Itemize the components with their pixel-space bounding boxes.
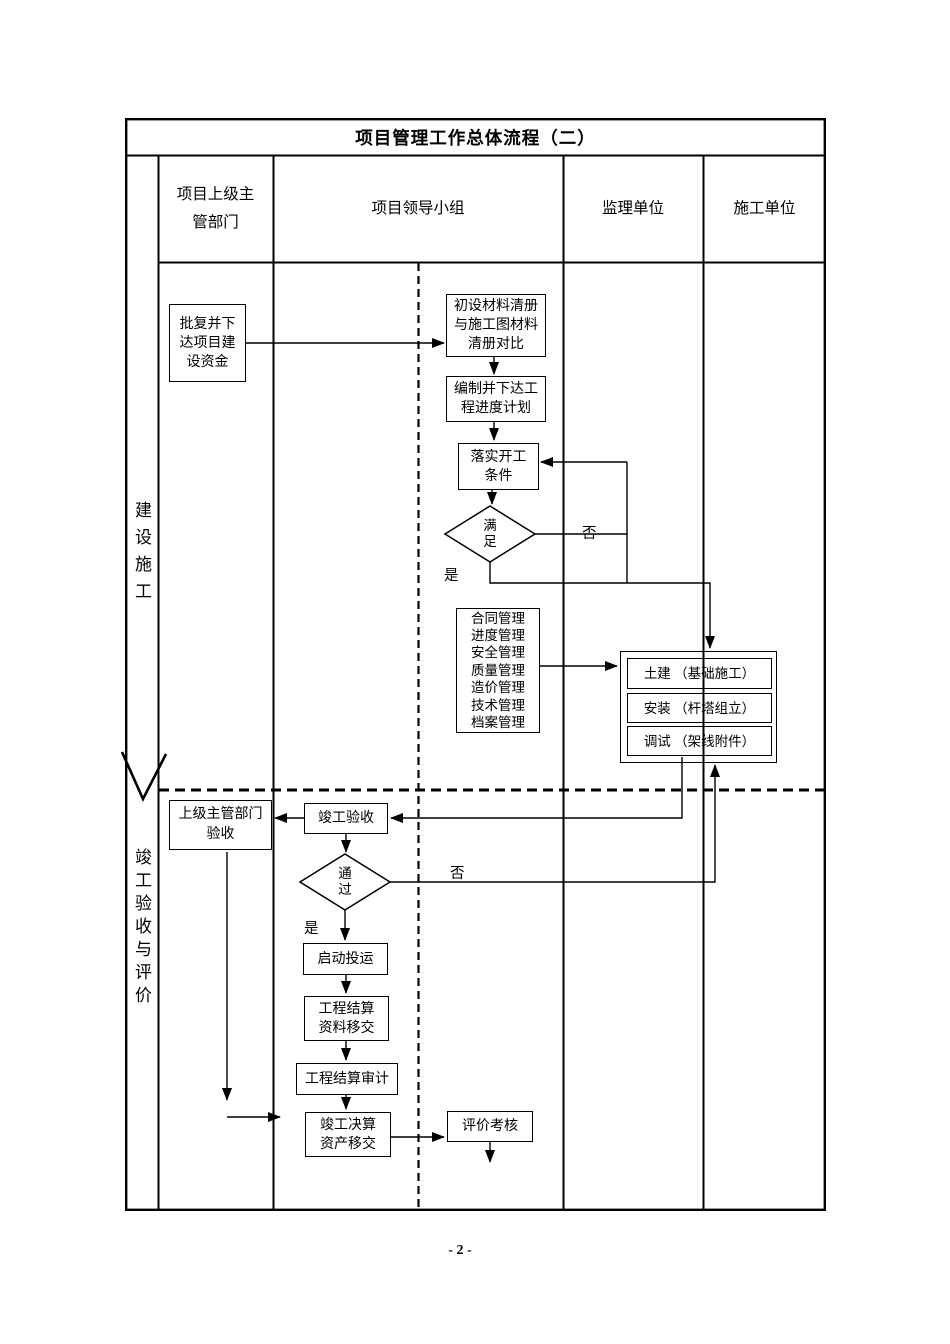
- node-superior-acceptance: 上级主管部门 验收: [169, 800, 272, 850]
- table-grid: [124, 117, 826, 1211]
- branch-label-satisfy-no: 否: [582, 526, 597, 542]
- column-header-label: 施工单位: [733, 199, 796, 217]
- node-final-account-transfer: 竣工决算 资产移交: [305, 1112, 391, 1157]
- column-header-label: 项目领导小组: [371, 199, 465, 217]
- decision-diamond-pass: [298, 853, 392, 911]
- column-header-superior-department: 项目上级主管部门: [158, 155, 273, 262]
- node-start-conditions: 落实开工 条件: [458, 443, 539, 490]
- construction-group-frame: [620, 651, 777, 763]
- column-header-supervision-unit: 监理单位: [563, 155, 703, 262]
- node-civil-work: 土建 （基础施工）: [627, 658, 772, 689]
- node-material-compare: 初设材料清册 与施工图材料 清册对比: [446, 294, 546, 357]
- node-commissioning: 调试 （架线附件）: [627, 726, 772, 756]
- decision-diamond-satisfy: [443, 505, 537, 563]
- node-completion-acceptance: 竣工验收: [304, 803, 388, 834]
- node-settlement-audit: 工程结算审计: [296, 1063, 398, 1095]
- decision-pass-label: 通 过: [338, 866, 352, 897]
- node-management-items: 合同管理 进度管理 安全管理 质量管理 造价管理 技术管理 档案管理: [456, 608, 540, 733]
- branch-label-pass-yes: 是: [304, 921, 319, 937]
- node-approve-funds: 批复并下 达项目建 设资金: [169, 304, 246, 382]
- node-installation: 安装 （杆塔组立）: [627, 693, 772, 723]
- section-label-construction: 建设施工: [132, 501, 151, 609]
- branch-label-satisfy-yes: 是: [444, 568, 459, 584]
- section-label-completion-evaluation: 竣工验收与评价: [132, 847, 151, 1009]
- arrow-pass-no-return: [390, 764, 720, 883]
- column-header-leading-group: 项目领导小组: [273, 155, 563, 262]
- flowchart-title: 项目管理工作总体流程（二）: [355, 127, 596, 148]
- arrow-satisfy-yes-to-construction: [489, 562, 715, 649]
- decision-satisfy-label: 满 足: [483, 518, 497, 549]
- column-header-construction-unit: 施工单位: [703, 155, 826, 262]
- column-header-label: 监理单位: [601, 199, 664, 217]
- section-break-mark: [120, 751, 168, 803]
- branch-label-pass-no: 否: [450, 866, 465, 882]
- page-number: - 2 -: [448, 1243, 472, 1258]
- node-startup-operation: 启动投运: [303, 943, 388, 975]
- arrow-construction-to-acceptance: [390, 757, 683, 823]
- node-evaluation-assessment: 评价考核: [447, 1111, 533, 1142]
- column-header-label: 项目上级主管部门: [176, 185, 255, 231]
- node-schedule-plan: 编制并下达工 程进度计划: [446, 376, 546, 422]
- node-settlement-handover: 工程结算 资料移交: [304, 996, 389, 1041]
- connectors: [222, 338, 720, 1163]
